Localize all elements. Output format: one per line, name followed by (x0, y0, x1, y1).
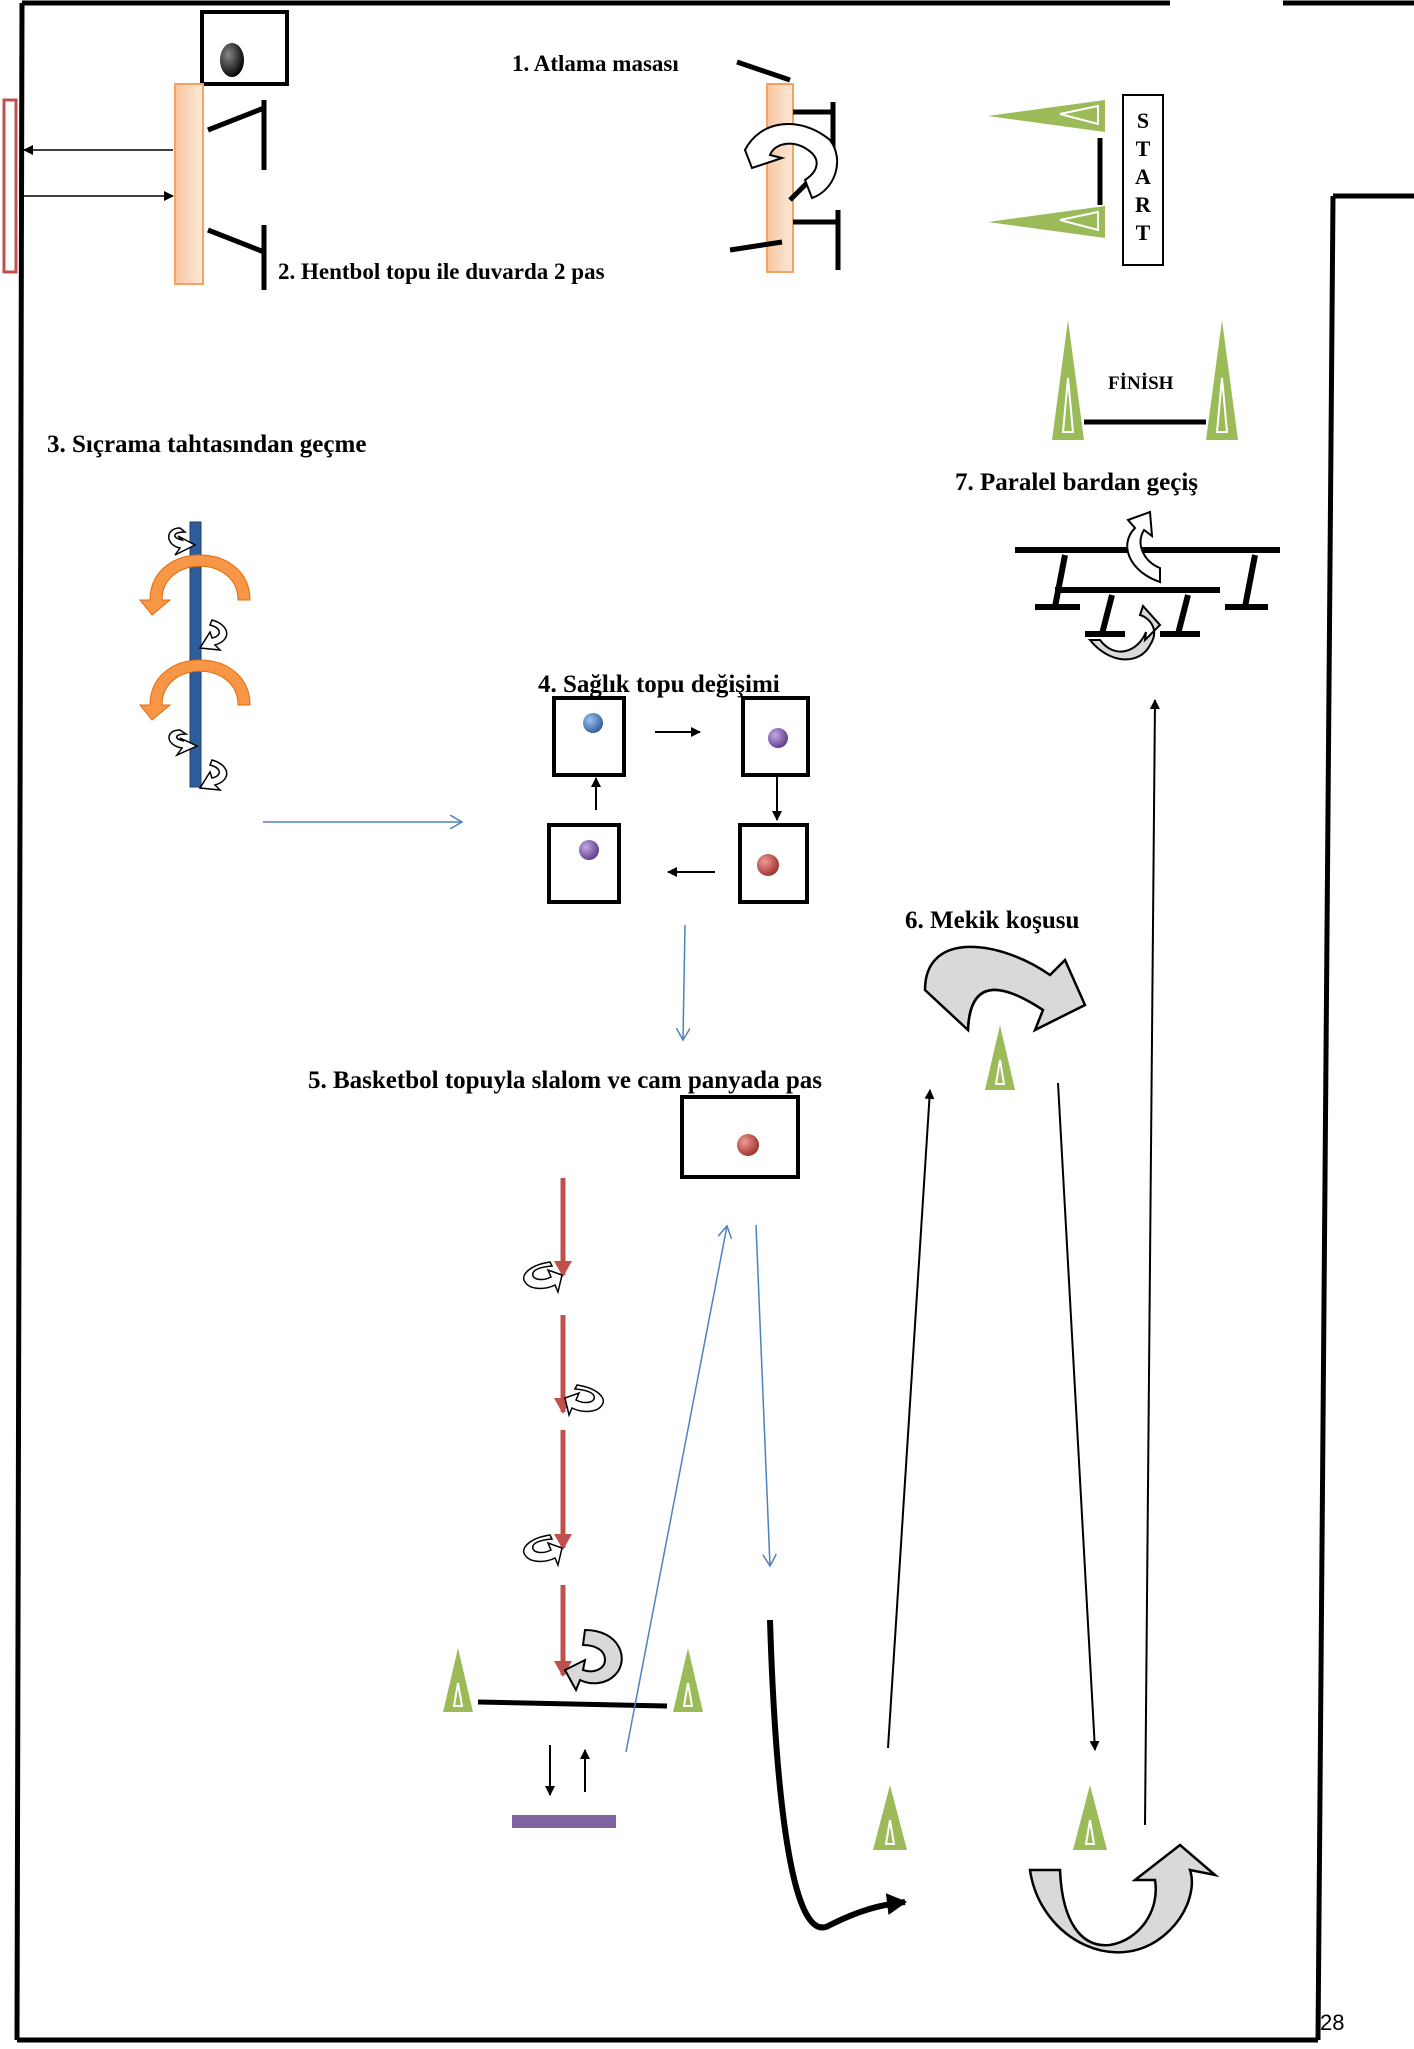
ball-icon (757, 854, 779, 876)
beam-arc-icon (138, 659, 251, 721)
station2-label: 2. Hentbol topu ile duvarda 2 pas (278, 259, 605, 284)
start-letter: R (1135, 192, 1151, 217)
hall-frame (14, 0, 1414, 2043)
finish-label: FİNİSH (1108, 373, 1174, 394)
cone-icon (673, 1648, 703, 1712)
finish-area (1052, 320, 1238, 440)
station4-label: 4. Sağlık topu değişimi (538, 671, 780, 698)
start-letter: A (1135, 164, 1151, 189)
ball-icon (579, 840, 599, 860)
route-arrow (767, 1619, 907, 1931)
wall-target (2, 98, 18, 274)
vault-table (729, 59, 841, 273)
cone-icon (873, 1785, 907, 1850)
turn-arrow-icon (1126, 510, 1161, 584)
throw-line (477, 1699, 668, 1709)
start-letter: T (1135, 220, 1151, 245)
ball-icon (768, 728, 788, 748)
medicine-ball-station (547, 696, 810, 904)
cone-icon (988, 100, 1105, 132)
cone-icon (988, 206, 1105, 238)
backboard-box (680, 1095, 800, 1179)
start-area (988, 94, 1164, 266)
rebound-bar (512, 1815, 616, 1828)
start-letter: T (1135, 136, 1151, 161)
ball-icon (583, 713, 603, 733)
station5-label: 5. Basketbol topuyla slalom ve cam panya… (308, 1067, 822, 1094)
ball-box (200, 10, 289, 86)
station1-label: 1. Atlama masası (512, 51, 679, 76)
turn-arrow-icon (743, 123, 839, 200)
beam-arc-icon (138, 554, 251, 616)
turn-arrow-icon (523, 1261, 604, 1568)
route-arrow (755, 1224, 770, 1566)
parallel-bar-icon (1015, 547, 1280, 637)
route-arrow (625, 1226, 727, 1753)
ball-icon (737, 1134, 759, 1156)
balance-beam (138, 521, 251, 791)
station6-label: 6. Mekik koşusu (905, 907, 1080, 934)
cone-icon (985, 1025, 1015, 1090)
springboard-left (174, 83, 204, 285)
cone-icon (1073, 1785, 1107, 1850)
turn-arrow-icon (1028, 1843, 1220, 1954)
turn-arrow-icon (923, 945, 1087, 1033)
route-arrow (683, 924, 685, 1040)
start-letter: S (1136, 108, 1150, 133)
ball-icon (220, 43, 244, 77)
page-number: 28 (1320, 2010, 1345, 2035)
hurdle-icon (207, 100, 267, 290)
cone-icon (443, 1648, 473, 1712)
station3-label: 3. Sıçrama tahtasından geçme (47, 431, 367, 458)
station7-label: 7. Paralel bardan geçiş (955, 469, 1199, 496)
turn-arrow-icon (1087, 604, 1162, 661)
start-sign (1122, 94, 1164, 266)
turn-arrow-icon (563, 1628, 623, 1693)
